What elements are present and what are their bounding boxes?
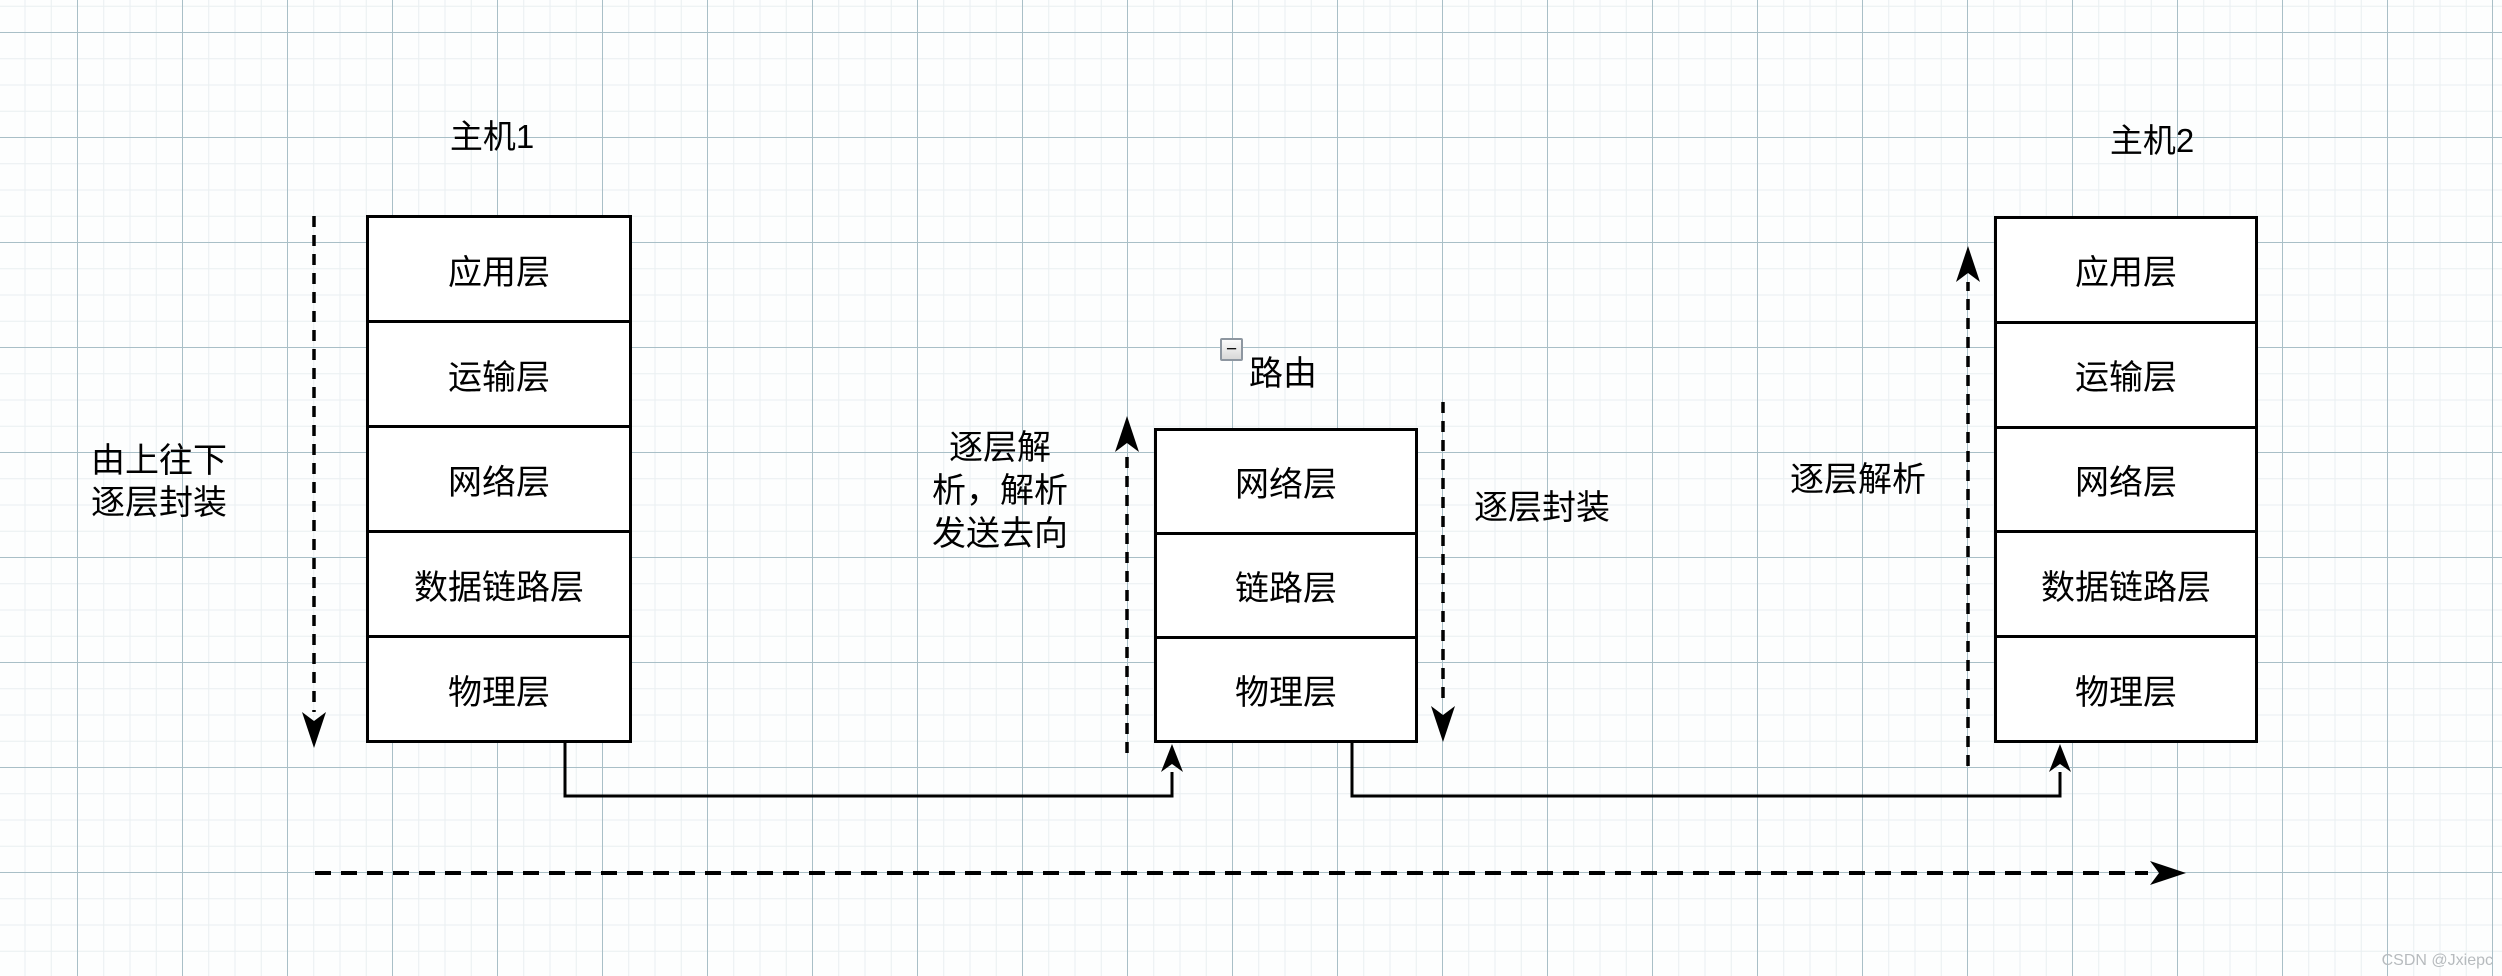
host2-parse-arrow[interactable] xyxy=(1956,246,1980,766)
host1-layer-datalink[interactable]: 数据链路层 xyxy=(369,530,629,635)
link-host1-router[interactable] xyxy=(563,742,1183,798)
router-title[interactable]: 路由 xyxy=(1249,355,1317,393)
host1-layer-physical[interactable]: 物理层 xyxy=(369,635,629,740)
annotation-line: 析，解析 xyxy=(932,472,1068,510)
annotation-line: 逐层解 xyxy=(949,429,1051,467)
host1-stack[interactable]: 应用层 运输层 网络层 数据链路层 物理层 xyxy=(366,215,632,743)
host2-title[interactable]: 主机2 xyxy=(2109,122,2195,159)
host2-layer-network[interactable]: 网络层 xyxy=(1997,425,2255,531)
host1-layer-transport[interactable]: 运输层 xyxy=(369,320,629,425)
router-encapsulation-arrow[interactable] xyxy=(1431,402,1455,742)
host2-layer-physical[interactable]: 物理层 xyxy=(1997,635,2255,740)
router-right-annotation[interactable]: 逐层封装 xyxy=(1474,489,1610,527)
csdn-watermark: CSDN @Jxiepc xyxy=(2381,952,2493,969)
host1-layer-network[interactable]: 网络层 xyxy=(369,425,629,530)
annotation-line: 逐层封装 xyxy=(91,484,227,522)
host1-encapsulation-arrow[interactable] xyxy=(302,216,326,748)
router-layer-link[interactable]: 链路层 xyxy=(1157,532,1415,636)
router-parse-arrow[interactable] xyxy=(1115,416,1139,753)
host2-layer-application[interactable]: 应用层 xyxy=(2075,254,2177,293)
host2-left-annotation[interactable]: 逐层解析 xyxy=(1790,461,1926,499)
router-left-annotation[interactable]: 逐层解 析，解析 发送去向 xyxy=(932,427,1068,556)
annotation-line: 由上往下 xyxy=(91,442,227,480)
host2-layer-datalink[interactable]: 数据链路层 xyxy=(1997,530,2255,635)
router-stack[interactable]: 网络层 链路层 物理层 xyxy=(1154,428,1418,743)
collapse-button[interactable]: − xyxy=(1220,338,1243,361)
link-router-host2[interactable] xyxy=(1350,743,2071,798)
minus-icon: − xyxy=(1225,339,1238,360)
router-layer-physical[interactable]: 物理层 xyxy=(1157,636,1415,740)
router-layer-network[interactable]: 网络层 xyxy=(1235,466,1337,504)
host2-layer-transport[interactable]: 运输层 xyxy=(1997,320,2255,426)
host1-title[interactable]: 主机1 xyxy=(449,118,535,155)
host2-stack[interactable]: 应用层 运输层 网络层 数据链路层 物理层 xyxy=(1994,216,2258,743)
annotation-line: 发送去向 xyxy=(932,515,1068,553)
end-to-end-flow-arrow[interactable] xyxy=(315,861,2186,885)
host1-layer-application[interactable]: 应用层 xyxy=(448,253,550,292)
host1-side-annotation[interactable]: 由上往下 逐层封装 xyxy=(91,440,227,524)
